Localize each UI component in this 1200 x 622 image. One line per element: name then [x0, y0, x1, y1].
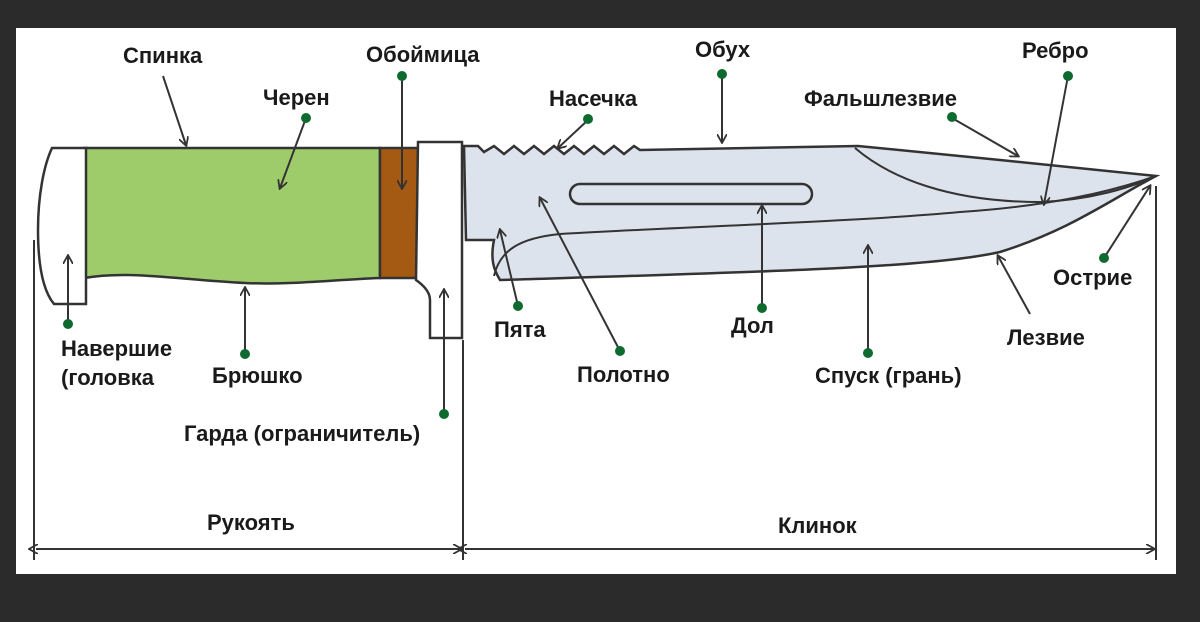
label-nasechka: Насечка [549, 86, 638, 111]
lezvie-pointer [998, 256, 1031, 315]
label-pyata: Пята [494, 317, 546, 342]
ostrie-pointer [1103, 186, 1150, 259]
navershie-dot [63, 319, 73, 329]
polotno-pointer [540, 198, 621, 352]
label-falshlezvie: Фальшлезвие [804, 86, 957, 111]
rebro-pointer [1044, 75, 1069, 204]
nasechka-pointer [558, 119, 589, 148]
label-klinok: Клинок [778, 513, 858, 538]
pommel [36, 146, 88, 306]
pyata-pointer [500, 230, 519, 307]
polotno-dot [615, 346, 625, 356]
label-navershie-line2: (головка [61, 365, 155, 390]
handle-grip [82, 146, 382, 285]
label-oboimitsa: Обоймица [366, 42, 480, 67]
cheren-pointer [280, 117, 307, 188]
diagram-panel [16, 28, 1176, 574]
oboimitsa-dot [397, 71, 407, 81]
label-bryushko: Брюшко [212, 363, 303, 388]
label-rukoyat: Рукоять [207, 510, 295, 535]
label-spusk: Спуск (грань) [815, 363, 962, 388]
dol-dot [757, 303, 767, 313]
label-rebro: Ребро [1022, 38, 1089, 63]
garda-dot [439, 409, 449, 419]
falshlezvie-dot [947, 112, 957, 122]
guard [414, 140, 464, 340]
fuller [568, 182, 814, 206]
label-polotno: Полотно [577, 362, 670, 387]
label-garda: Гарда (ограничитель) [184, 421, 420, 446]
label-cheren: Черен [263, 85, 330, 110]
blade [462, 144, 1161, 282]
rebro-dot [1063, 71, 1073, 81]
obukh-dot [717, 69, 727, 79]
bryushko-dot [240, 349, 250, 359]
ostrie-dot [1099, 253, 1109, 263]
label-lezvie: Лезвие [1007, 325, 1085, 350]
nasechka-dot [583, 114, 593, 124]
bolster [378, 146, 420, 280]
pyata-dot [513, 301, 523, 311]
bevel-line [493, 175, 1157, 277]
label-ostrie: Острие [1053, 265, 1132, 290]
label-dol: Дол [731, 313, 774, 338]
false-edge-line [854, 147, 1157, 204]
spinka-pointer [162, 75, 186, 145]
falshlezvie-pointer [951, 117, 1018, 156]
label-obukh: Обух [695, 37, 751, 62]
cheren-dot [301, 113, 311, 123]
label-spinka: Спинка [123, 43, 203, 68]
spusk-dot [863, 348, 873, 358]
label-navershie-line1: Навершие [61, 336, 172, 361]
